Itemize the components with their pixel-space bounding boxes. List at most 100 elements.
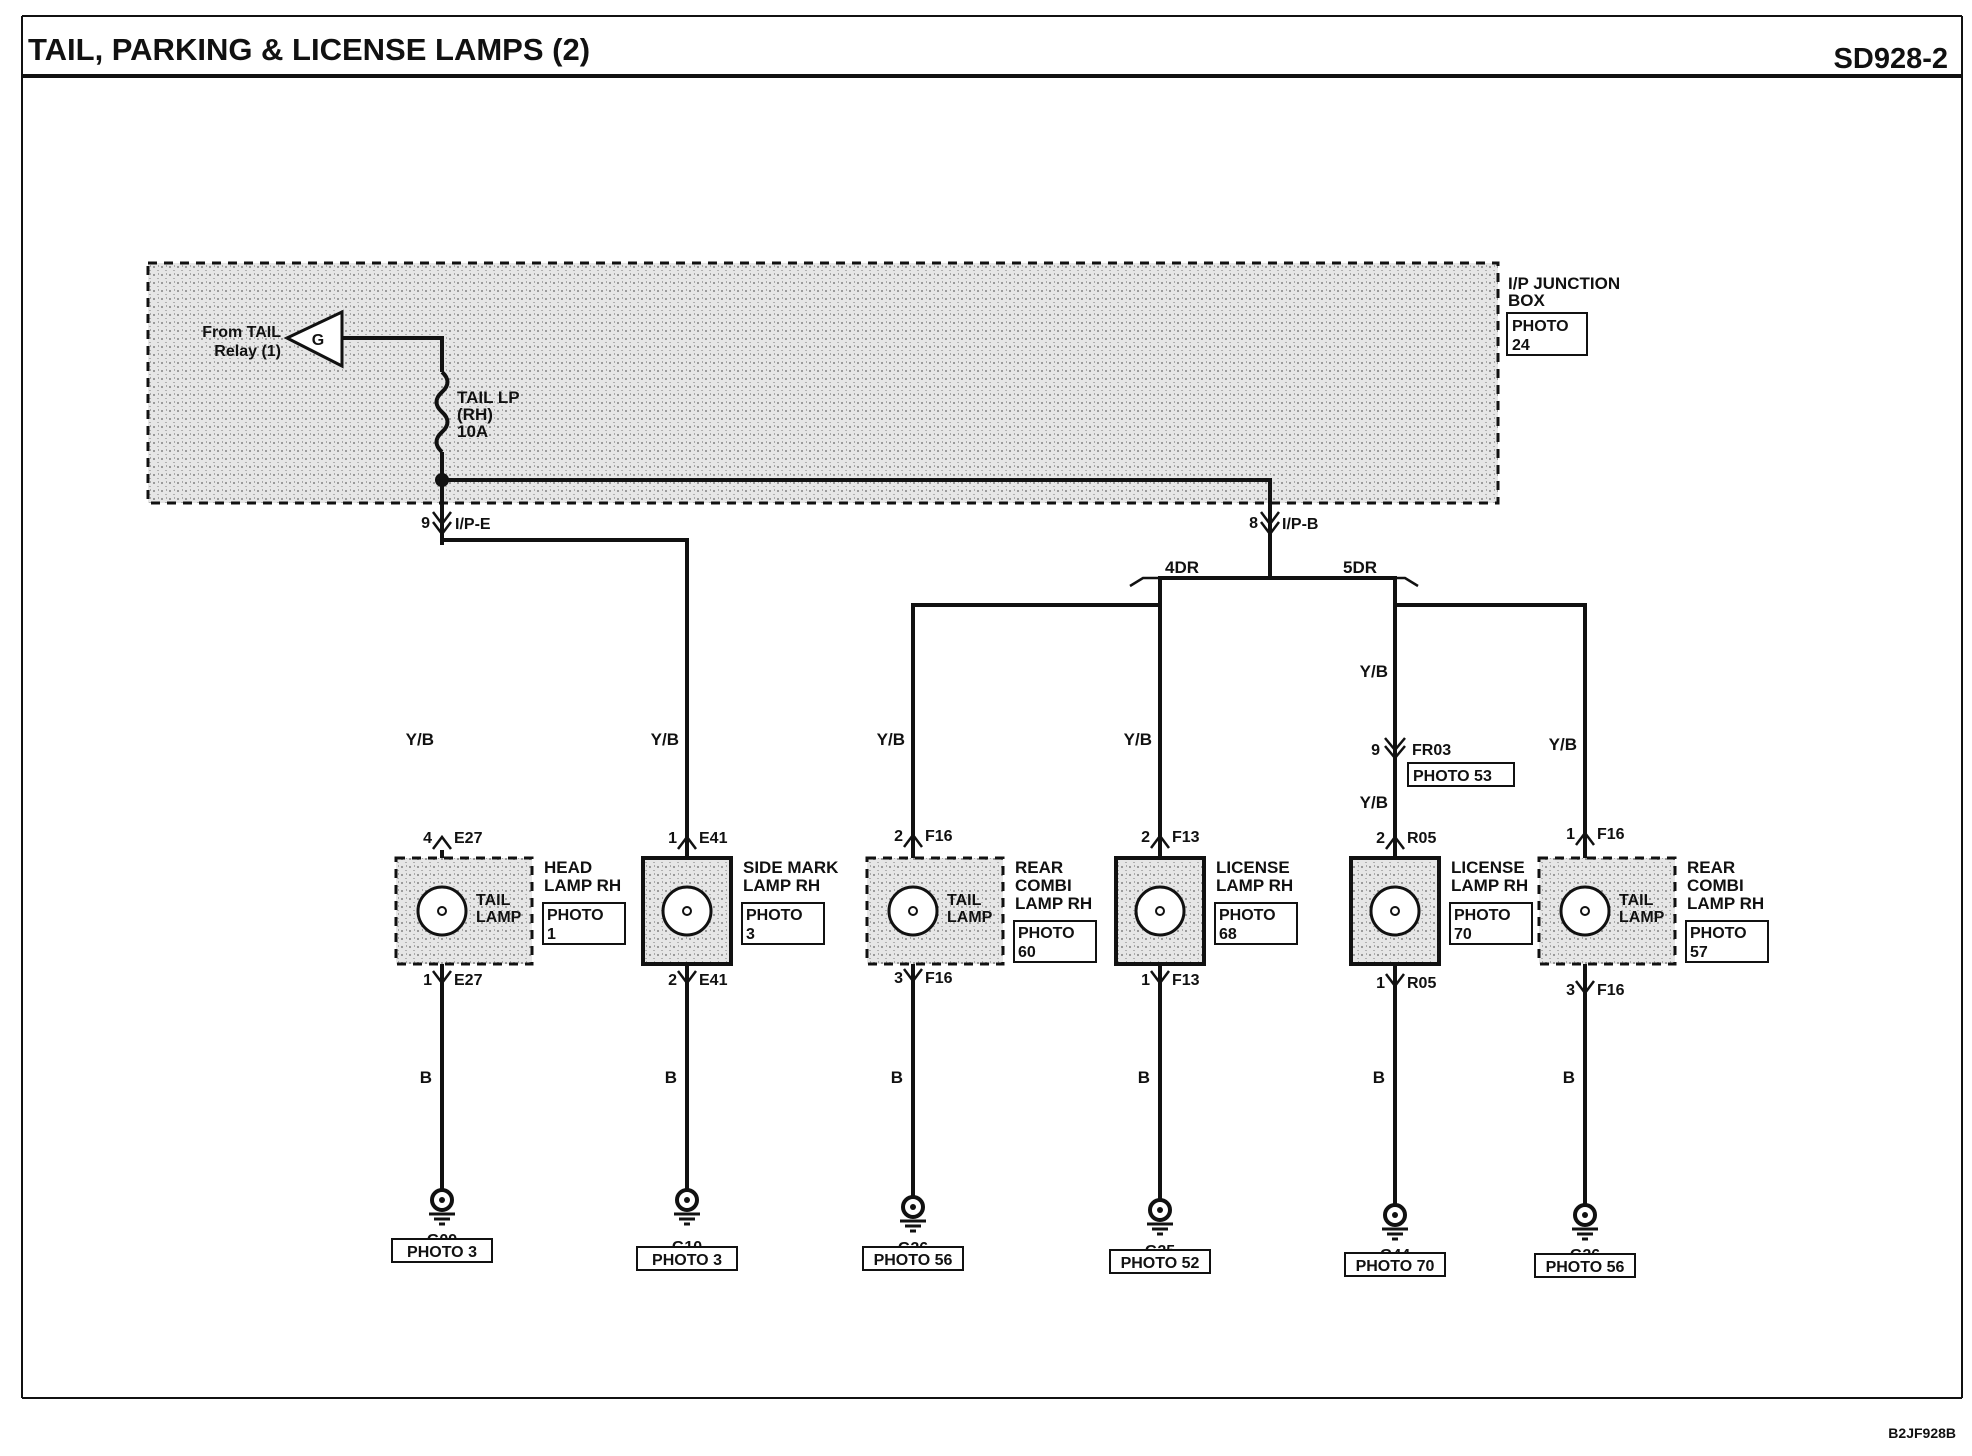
- top-pin: 1: [668, 830, 677, 847]
- footer-code: B2JF928B: [1888, 1425, 1956, 1441]
- component-photo-num: 1: [547, 926, 556, 943]
- component-photo: PHOTO: [1018, 925, 1075, 942]
- component-photo-num: 60: [1018, 944, 1036, 961]
- wire-color-label: B: [891, 1068, 903, 1087]
- inline-name: FR03: [1412, 742, 1451, 759]
- top-pin: 2: [1141, 829, 1150, 846]
- connector-chevron: [677, 970, 697, 986]
- bottom-connector: R05: [1407, 975, 1436, 992]
- bulb-label: TAIL: [476, 892, 511, 909]
- top-pin: 4: [423, 830, 432, 847]
- filament-icon: [1155, 906, 1165, 916]
- variant-5dr-label: 5DR: [1343, 558, 1377, 577]
- filament-icon: [908, 906, 918, 916]
- component-name: LICENSE: [1216, 858, 1290, 877]
- ipb-pin: 8: [1249, 515, 1258, 532]
- filament-icon: [1580, 906, 1590, 916]
- bulb-label: LAMP: [476, 909, 522, 926]
- filament-icon: [1390, 906, 1400, 916]
- ground-photo-box: [1109, 1249, 1211, 1274]
- wire-color-label: B: [665, 1068, 677, 1087]
- connector-chevron: [1150, 833, 1170, 849]
- bottom-connector: F13: [1172, 972, 1200, 989]
- inline-wire-below: Y/B: [1360, 793, 1388, 812]
- top-pin: 1: [1566, 826, 1575, 843]
- variant-4dr-label: 4DR: [1165, 558, 1199, 577]
- component-name: REAR: [1015, 858, 1063, 877]
- bulb-icon: [887, 885, 939, 937]
- component-name: COMBI: [1687, 876, 1744, 895]
- component-name: LAMP RH: [1687, 894, 1764, 913]
- top-connector: E41: [699, 830, 728, 847]
- connector-ipe: 9 I/P-E: [421, 480, 491, 545]
- component-name: HEAD: [544, 858, 592, 877]
- inline-photo: PHOTO 53: [1413, 768, 1492, 785]
- top-pin: 2: [894, 828, 903, 845]
- junction-box-photo-num: 24: [1512, 337, 1530, 354]
- inline-pin: 9: [1371, 742, 1380, 759]
- bottom-connector: F16: [1597, 982, 1625, 999]
- bottom-connector: F16: [925, 970, 953, 987]
- bottom-pin: 3: [1566, 982, 1575, 999]
- component-photo: PHOTO: [1690, 925, 1747, 942]
- junction-box-outline: [146, 261, 1500, 505]
- ground-photo: PHOTO 3: [407, 1244, 477, 1261]
- source-label-2: Relay (1): [214, 343, 281, 360]
- connector-chevron: [1575, 830, 1595, 846]
- wire-color-label: B: [1563, 1068, 1575, 1087]
- wire-color-label: Y/B: [1549, 735, 1577, 754]
- bulb-icon: [1369, 885, 1421, 937]
- bottom-pin: 1: [1376, 975, 1385, 992]
- fuse-label-3: 10A: [457, 422, 488, 441]
- fuse-icon: [434, 370, 450, 454]
- page-title: TAIL, PARKING & LICENSE LAMPS (2): [28, 32, 590, 67]
- component-name: COMBI: [1015, 876, 1072, 895]
- ground-icon-center: [910, 1204, 916, 1210]
- connector-chevron: [1150, 970, 1170, 986]
- lamp-housing: [1349, 856, 1441, 966]
- wire-4dr-branch: [911, 576, 1270, 850]
- bulb-label: LAMP: [947, 909, 993, 926]
- ipe-pin: 9: [421, 515, 430, 532]
- connector-chevron: [677, 834, 697, 850]
- junction-box-label: I/P JUNCTION: [1508, 274, 1620, 293]
- connector-chevron: [432, 970, 452, 986]
- ground-icon-center: [684, 1197, 690, 1203]
- ip-junction-box: I/P JUNCTION BOX PHOTO 24 From TAIL Rela…: [146, 261, 1620, 508]
- component-photo-box: [542, 902, 626, 945]
- top-connector: F16: [1597, 826, 1625, 843]
- wire-color-label: Y/B: [1124, 730, 1152, 749]
- ground-icon-center: [1157, 1207, 1163, 1213]
- ground-photo-box: [862, 1246, 964, 1271]
- ground-icon-center: [439, 1197, 445, 1203]
- component-photo: PHOTO: [1454, 907, 1511, 924]
- filament-icon: [682, 906, 692, 916]
- component-photo-box: [1214, 902, 1298, 945]
- bottom-connector: E27: [454, 972, 483, 989]
- component-photo-num: 3: [746, 926, 755, 943]
- top-connector: E27: [454, 830, 483, 847]
- ground-photo: PHOTO 56: [1546, 1259, 1625, 1276]
- connector-chevron: [903, 968, 923, 984]
- connector-ipb: 8 I/P-B: [1249, 508, 1318, 578]
- component-photo-num: 70: [1454, 926, 1472, 943]
- bulb-label: TAIL: [947, 892, 982, 909]
- component-name: LAMP RH: [544, 876, 621, 895]
- component-photo: PHOTO: [1219, 907, 1276, 924]
- source-label: From TAIL: [202, 324, 281, 341]
- component-name: LAMP RH: [1015, 894, 1092, 913]
- ground-photo-box: [636, 1246, 738, 1271]
- junction-box-photo-box: [1506, 312, 1588, 356]
- ground-photo: PHOTO 52: [1121, 1255, 1200, 1272]
- connector-chevron: [903, 832, 923, 848]
- wire-color-label: Y/B: [877, 730, 905, 749]
- fuse-label: TAIL LP: [457, 388, 520, 407]
- bulb-icon: [1134, 885, 1186, 937]
- component-photo-box: [1449, 902, 1533, 945]
